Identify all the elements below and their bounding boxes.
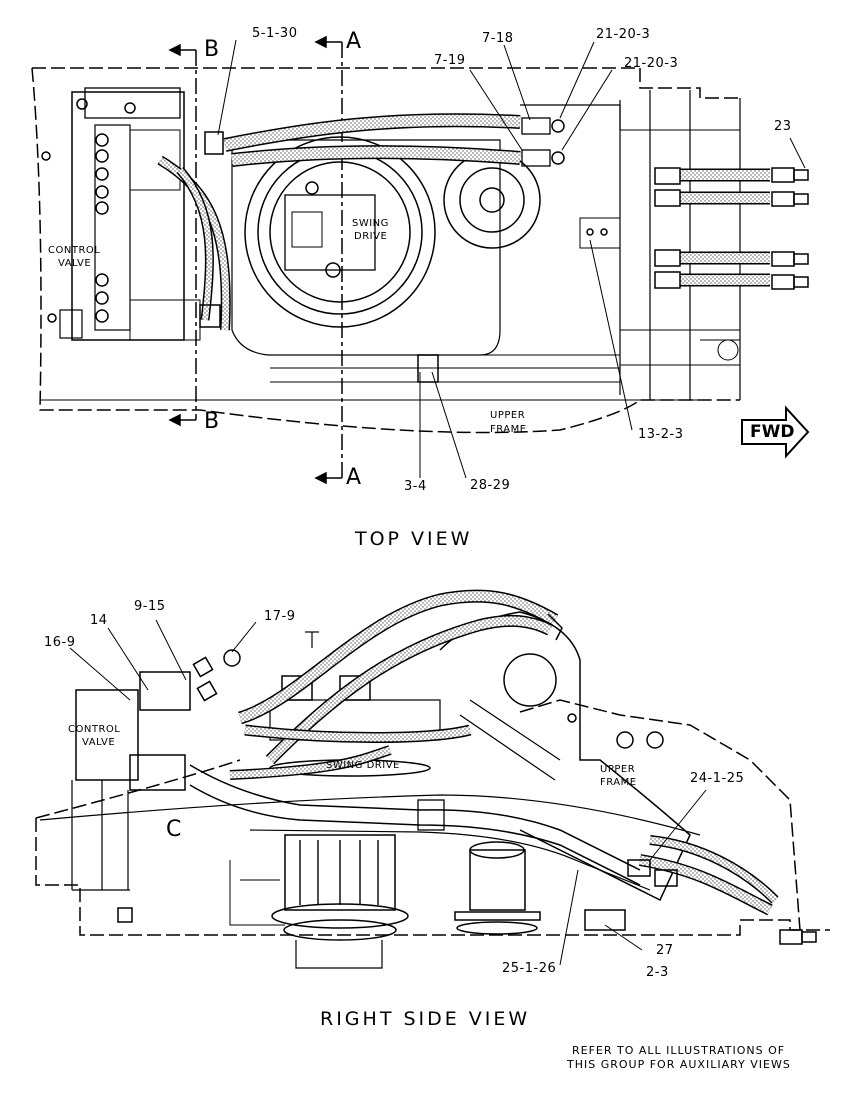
fwd-arrow <box>741 405 810 459</box>
side-view-leaders <box>69 619 707 966</box>
side-view-drawing <box>35 589 830 969</box>
callout-7-19: 7-19 <box>434 53 466 68</box>
callout-25-1-26: 25-1-26 <box>502 961 557 976</box>
side-control-valve <box>71 671 191 923</box>
callout-28-29: 28-29 <box>470 478 511 493</box>
note-line2: THIS GROUP FOR AUXILIARY VIEWS <box>567 1058 791 1071</box>
fwd-label: FWD <box>750 422 795 442</box>
callout-21-20-3-a: 21-20-3 <box>596 27 651 42</box>
top-swing-drive-line2: DRIVE <box>354 231 388 242</box>
callout-14: 14 <box>90 613 108 628</box>
note-line1: REFER TO ALL ILLUSTRATIONS OF <box>572 1044 786 1057</box>
callout-7-18: 7-18 <box>482 31 514 46</box>
callout-16-9: 16-9 <box>44 635 76 650</box>
callout-5-1-30: 5-1-30 <box>252 26 298 41</box>
side-view-hoses <box>229 589 779 916</box>
side-control-valve-line1: CONTROL <box>68 724 121 735</box>
top-view-drawing <box>31 35 810 485</box>
upper-frame-outline <box>31 67 740 434</box>
callout-13-2-3: 13-2-3 <box>638 427 684 442</box>
swing-drive-ring <box>244 136 436 328</box>
side-upper-frame-line2: FRAME <box>600 777 637 788</box>
side-c-mark: C <box>166 817 182 842</box>
top-swing-drive-line1: SWING <box>352 218 389 229</box>
callout-17-9: 17-9 <box>264 609 296 624</box>
side-control-valve-line2: VALVE <box>82 737 116 748</box>
side-swing-drive <box>269 675 441 969</box>
top-view-hoses <box>157 113 770 331</box>
callout-23: 23 <box>774 119 792 134</box>
top-upper-frame-line1: UPPER <box>490 410 526 421</box>
top-view-leaders <box>217 39 806 479</box>
section-a-label-bottom: A <box>346 465 362 490</box>
callout-2-3: 2-3 <box>646 965 669 980</box>
top-upper-frame-line2: FRAME <box>490 424 527 435</box>
top-view-title: TOP VIEW <box>355 528 473 550</box>
section-a-label-top: A <box>346 29 362 54</box>
top-control-valve-line2: VALVE <box>58 258 92 269</box>
side-frame-outline <box>35 699 830 936</box>
side-upper-frame-line1: UPPER <box>600 764 636 775</box>
callout-27: 27 <box>656 943 674 958</box>
section-b-label-bottom: B <box>204 409 220 434</box>
top-control-valve-line1: CONTROL <box>48 245 101 256</box>
callout-9-15: 9-15 <box>134 599 166 614</box>
side-swing-drive-label: SWING DRIVE <box>326 760 400 771</box>
side-view-title: RIGHT SIDE VIEW <box>320 1008 531 1030</box>
section-b-label-top: B <box>204 37 220 62</box>
callout-21-20-3-b: 21-20-3 <box>624 56 679 71</box>
control-valve-block <box>41 87 201 341</box>
callout-24-1-25: 24-1-25 <box>690 771 745 786</box>
callout-3-4: 3-4 <box>404 479 427 494</box>
